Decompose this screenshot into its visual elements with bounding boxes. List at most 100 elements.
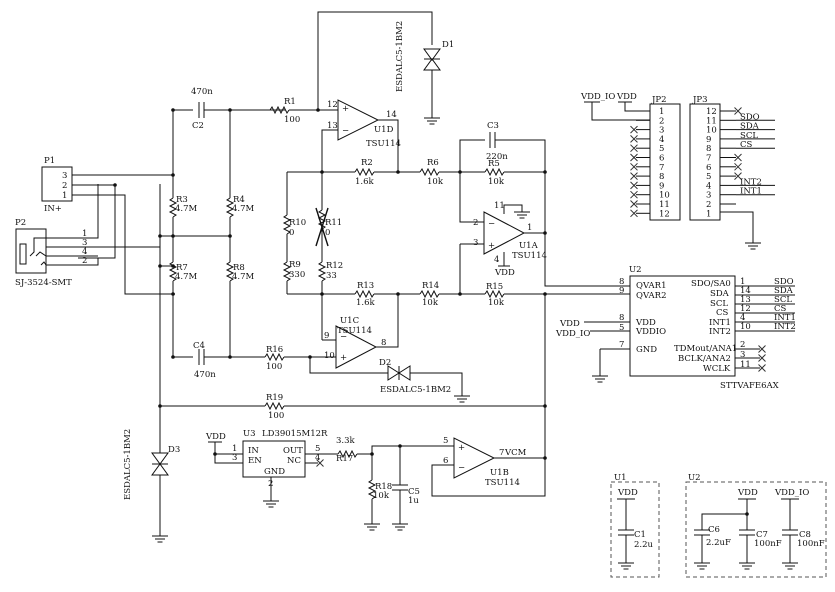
u1a-pin2: 2 [473,218,478,228]
r7-ref: R7 [176,263,188,273]
u1d-pin14: 14 [386,110,397,120]
jp3-net-int1: INT1 [740,187,762,197]
u2-pin7: 7 [619,340,624,350]
jp2-pin-5: 5 [659,144,664,154]
r3-ref: R3 [176,195,188,205]
jp3-pin-2: 2 [706,200,711,210]
r19-ref: R19 [266,393,283,403]
u1b-pin5: 5 [443,436,448,446]
p1-pin3: 3 [62,171,67,181]
u1c-pin10: 10 [324,351,335,361]
u1a-pin1: 1 [527,223,532,233]
u1b-pin7: 7 [499,448,504,458]
jp3-net-sdo: SDO [740,112,760,122]
u2-box-vdd: VDD [737,488,758,498]
u2-cs-net: CS [774,304,787,314]
r13-ref: R13 [357,281,374,291]
r8-ref: R8 [233,263,245,273]
r1-ref: R1 [284,97,296,107]
jp2-pin-7: 7 [659,163,664,173]
u1d-part: TSU114 [366,139,401,149]
u3-in-label: IN [248,446,259,456]
jp2-pin-12: 12 [659,209,670,219]
r16-value: 100 [266,362,282,372]
jp3-pin-1: 1 [706,209,711,219]
c7-value: 100nF [754,539,782,549]
r5-ref: R5 [488,159,500,169]
p1-pin2: 2 [62,181,67,191]
r2-ref: R2 [361,158,373,168]
r12-ref: R12 [326,261,343,271]
u3-vdd-net: VDD [205,432,226,442]
u2-vdd-label: VDD [635,318,656,328]
jp3-pin-12: 12 [706,107,717,117]
r7-value: 4.7M [175,272,198,282]
u1b-part: TSU114 [485,478,520,488]
u2-pin2: 2 [740,340,745,350]
jp3-ref: JP3 [692,95,708,105]
u2-pin9: 9 [619,286,624,296]
u2-pin13: 13 [740,295,751,305]
regulator-u3: U3 LD39015M12R 1 3 IN EN OUT NC 5 4 GND … [232,429,328,489]
jp2-pin-8: 8 [659,172,664,182]
u2-int2-label: INT2 [709,327,731,337]
jp2-pin-1: 1 [659,107,664,117]
u3-pin5: 5 [315,444,320,454]
r6-value: 10k [427,177,444,187]
jp2-ref: JP2 [651,95,667,105]
c1-value: 2.2u [634,540,654,550]
jp2-vdd-label: VDD [616,92,637,102]
d3-ref: D3 [168,445,180,455]
d1-ref: D1 [442,40,454,50]
c5-value: 1u [408,496,419,506]
u2-ref: U2 [629,265,642,275]
u1a-pin3: 3 [473,238,478,248]
u2-vddio-label: VDDIO [635,327,666,337]
p1-pin1: 1 [62,191,67,201]
u2-scl-label: SCL [710,299,728,309]
u2-qvar2-label: QVAR2 [636,291,666,301]
p2-pin2: 2 [82,256,87,266]
r3-value: 4.7M [175,204,198,214]
u1a-part: TSU114 [512,251,547,261]
r14-ref: R14 [422,281,439,291]
u2-pin10: 10 [740,322,751,332]
jp3-pin-7: 7 [706,154,711,164]
u3-pin1: 1 [232,444,237,454]
u2-bclk-label: BCLK/ANA2 [678,354,731,364]
u3-pin4: 4 [315,453,320,463]
c3-value: 220n [486,152,508,162]
u1a-pin4: 4 [494,255,499,265]
c3-ref: C3 [487,121,499,131]
u1d-pin13: 13 [327,121,338,131]
jp3-pin-11: 11 [706,116,717,126]
u1c-pin9: 9 [324,331,329,341]
c5-ref: C5 [408,487,420,497]
r1-value: 100 [284,115,300,125]
u2-pin8a: 8 [619,277,624,287]
u1b-vcm-label: VCM [504,448,527,458]
u1-box-vdd: VDD [617,488,638,498]
u2-pin1: 1 [740,277,745,287]
jp3-net-cs: CS [740,140,753,150]
r10-value: 0 [289,228,294,238]
u2-int2-net: INT2 [774,322,796,332]
u1a-pin11: 11 [494,201,505,211]
junction-dots [113,108,749,516]
p2-pin1: 1 [82,229,87,239]
svg-text:−: − [342,126,349,136]
jp3-net-scl: SCL [740,131,758,141]
u1c-pin8: 8 [381,338,386,348]
p2-pin4: 4 [82,247,87,257]
r9-value: 330 [289,270,305,280]
u2-pin12: 12 [740,304,751,314]
u2-pin8: 8 [619,313,624,323]
connector-p2: P2 1 3 4 2 SJ-3524-SMT [15,218,87,288]
r9-ref: R9 [289,260,301,270]
connector-p1: P1 3 2 1 IN+ [41,156,73,214]
c4-ref: C4 [193,341,205,351]
jp3-pin-4: 4 [706,181,711,191]
jp3-pin-10: 10 [706,126,717,136]
